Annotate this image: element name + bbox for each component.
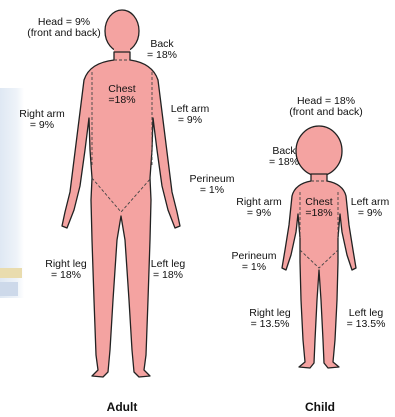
child-right-leg-label: Right leg = 13.5% <box>240 308 300 330</box>
adult-head-label: Head = 9% (front and back) <box>18 17 110 39</box>
child-back-label: Back = 18% <box>262 146 306 168</box>
child-left-leg-label: Left leg = 13.5% <box>338 308 394 330</box>
child-perineum-label: Perineum = 1% <box>226 251 282 273</box>
adult-right-leg-label: Right leg = 18% <box>38 259 94 281</box>
child-chest-label: Chest =18% <box>298 197 340 219</box>
adult-figure <box>62 10 180 377</box>
adult-chest-label: Chest =18% <box>100 84 144 106</box>
child-head-label: Head = 18% (front and back) <box>280 96 372 118</box>
child-caption: Child <box>296 400 344 414</box>
child-left-arm-label: Left arm = 9% <box>345 197 395 219</box>
adult-left-leg-label: Left leg = 18% <box>142 259 194 281</box>
adult-right-arm-label: Right arm = 9% <box>14 109 70 131</box>
child-right-arm-label: Right arm = 9% <box>231 197 287 219</box>
adult-back-label: Back = 18% <box>140 39 184 61</box>
adult-caption: Adult <box>96 400 148 414</box>
adult-head <box>105 10 139 52</box>
adult-perineum-label: Perineum = 1% <box>184 174 240 196</box>
adult-left-arm-label: Left arm = 9% <box>165 104 215 126</box>
